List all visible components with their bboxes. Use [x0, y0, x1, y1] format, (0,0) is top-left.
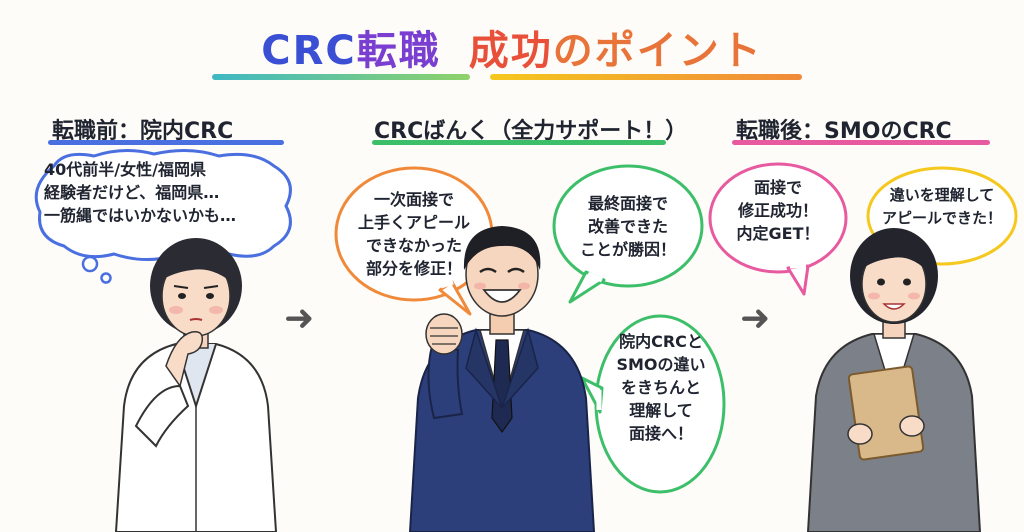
bubble-orange-text: 一次面接で 上手くアピール できなかった 部分を修正！: [357, 190, 470, 278]
heading-before: 転職前：院内CRC: [52, 119, 234, 144]
arrow-right-icon-1: ➜: [284, 298, 315, 339]
bubble-yellow-text: 違いを理解して アピールできた！: [881, 186, 1002, 227]
figure-smo-woman: [794, 220, 994, 532]
thought-bubble-before: [34, 148, 292, 284]
bubble-pink-text: 面接で 修正成功！ 内定GET！: [736, 178, 820, 243]
title-crc: CRC: [261, 28, 357, 74]
title-point: のポイント: [552, 28, 763, 74]
bubble-green2-text: 院内CRCと SMOの違い をきちんと 理解して 面接へ！: [616, 332, 706, 443]
heading-after-underline: [732, 140, 990, 145]
speech-bubble-pink: [708, 162, 848, 296]
bubble-green-text: 最終面接で 改善できた ことが勝因！: [579, 194, 676, 259]
heading-crcbank: CRCばんく（全力サポート！）: [374, 119, 688, 144]
title-seikou: 成功: [468, 28, 553, 74]
title-underline-left: [212, 74, 470, 80]
figure-advisor-man: [404, 218, 600, 532]
heading-before-underline: [48, 140, 284, 145]
bubble-before-text: 40代前半/女性/福岡県 経験者だけど、福岡県… 一筋縄ではいかないかも…: [44, 160, 237, 225]
title-tenshoku: 転職: [356, 28, 441, 74]
heading-after: 転職後：SMOのCRC: [736, 119, 952, 144]
arrow-right-icon-2: ➜: [740, 298, 771, 339]
page-title: CRC転職成功のポイント: [0, 18, 1024, 74]
speech-bubble-orange: [334, 166, 494, 316]
speech-bubble-green-2: [580, 314, 726, 494]
figure-nurse-woman: [96, 236, 296, 532]
heading-crcbank-underline: [372, 140, 666, 145]
title-underline-right: [490, 74, 802, 80]
speech-bubble-green: [552, 164, 704, 304]
